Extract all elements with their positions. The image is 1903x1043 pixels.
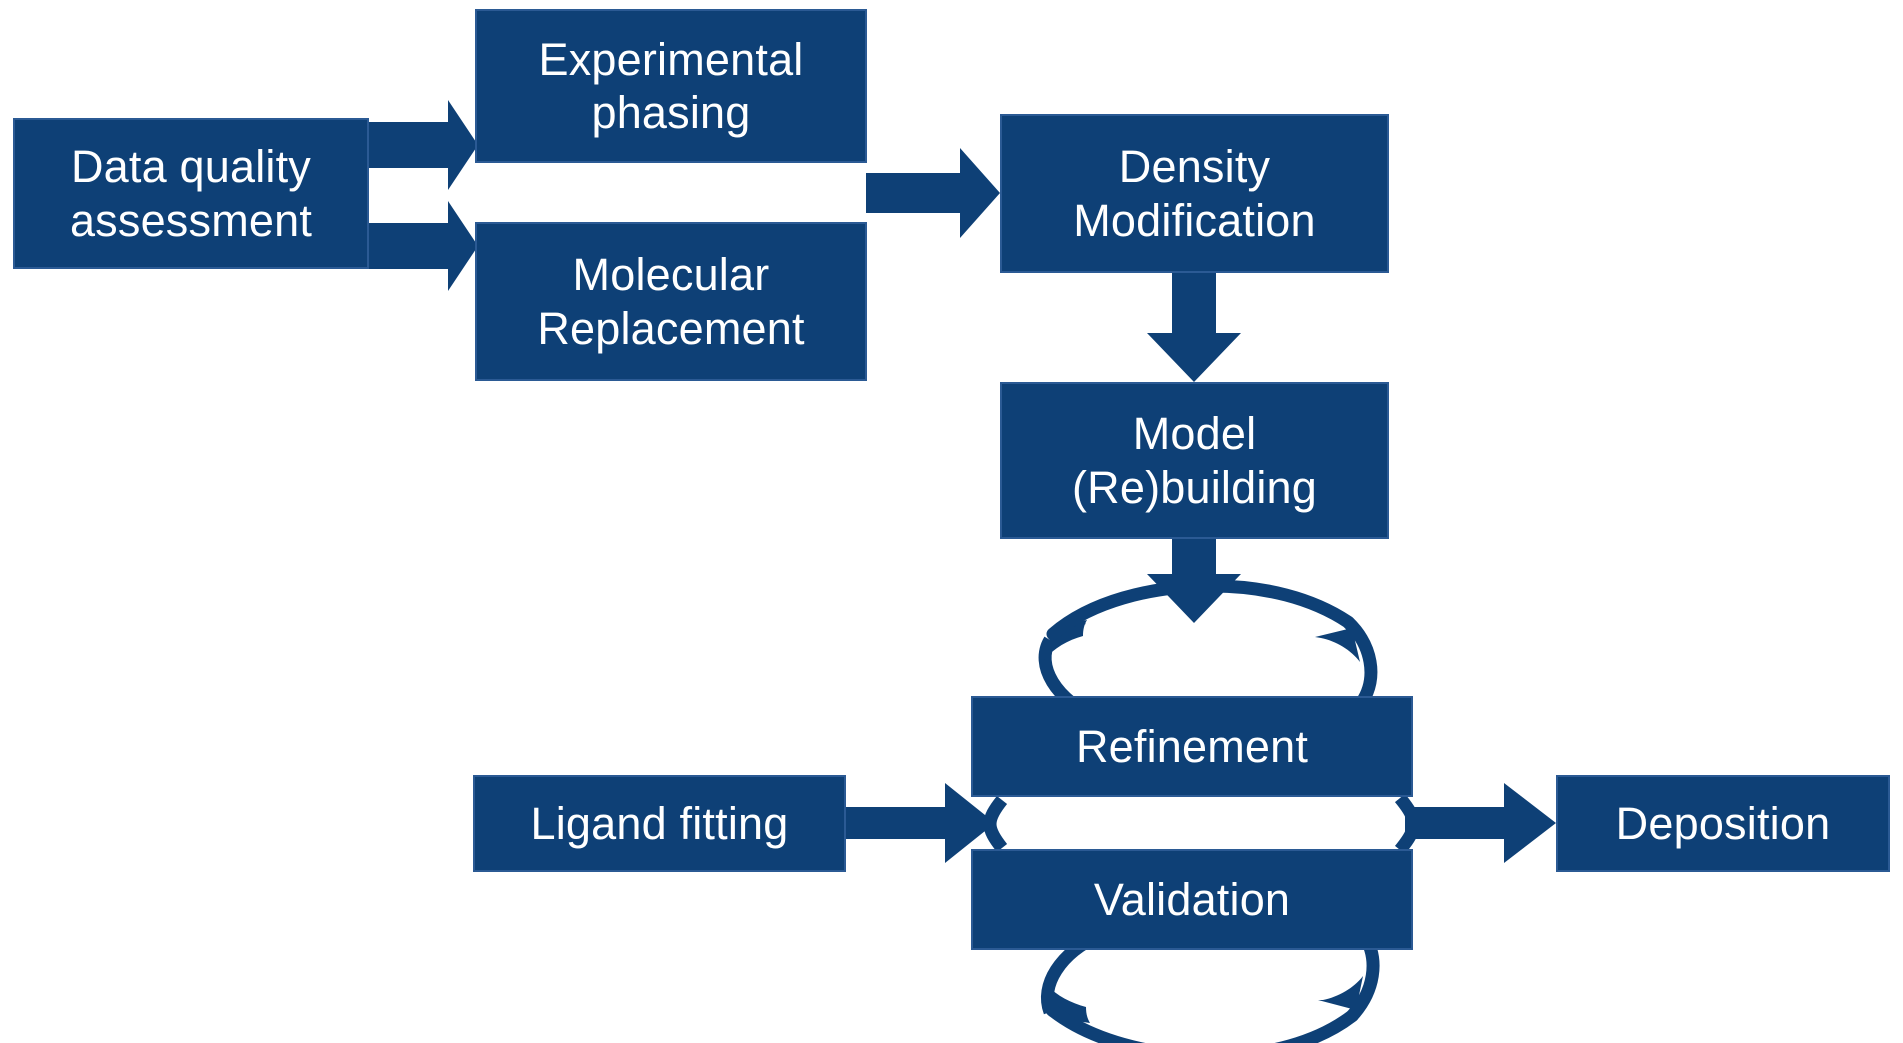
node-deposition[interactable]: Deposition [1556, 775, 1890, 872]
cycle-arc-bottom-span [1045, 1003, 1359, 1043]
node-model-rebuilding[interactable]: Model (Re)building [1000, 382, 1389, 539]
node-refinement[interactable]: Refinement [971, 696, 1413, 797]
node-data-quality-assessment[interactable]: Data quality assessment [13, 118, 369, 269]
cycle-arc-left-link [983, 795, 1008, 853]
node-experimental-phasing[interactable]: Experimental phasing [475, 9, 867, 163]
node-ligand-fitting[interactable]: Ligand fitting [473, 775, 846, 872]
cycle-arc-top-span [1046, 579, 1355, 641]
cycle-arc-top-right [1315, 617, 1378, 706]
arrow-phasing-to-densitymod [866, 148, 1000, 238]
arrow-dq-to-molrep [368, 201, 478, 291]
cycle-arc-right-link [1394, 793, 1420, 855]
arrow-densitymod-to-modelrebuild [1147, 272, 1241, 382]
arrow-modelrebuild-to-refinement [1147, 538, 1241, 623]
node-density-modification[interactable]: Density Modification [1000, 114, 1389, 273]
arrow-dq-to-expphasing [368, 100, 478, 190]
node-validation[interactable]: Validation [971, 849, 1413, 950]
node-molecular-replacement[interactable]: Molecular Replacement [475, 222, 867, 381]
arrow-cycle-to-deposition [1405, 783, 1556, 863]
